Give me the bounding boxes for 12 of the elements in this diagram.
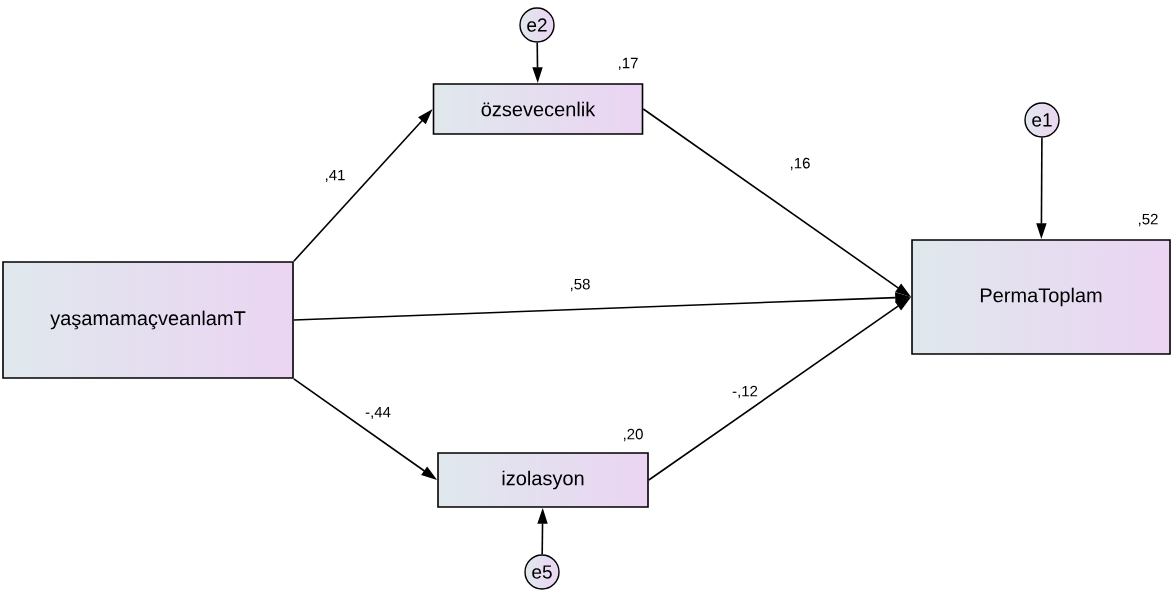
edge-label: -,12 bbox=[731, 384, 759, 400]
variable-box: özsevecenlik bbox=[432, 83, 644, 135]
coefficient-label: ,17 bbox=[618, 57, 638, 71]
edge-label: ,58 bbox=[568, 277, 592, 293]
edge-label: -,44 bbox=[364, 405, 392, 421]
edge-label: ,16 bbox=[788, 156, 812, 172]
edge-label: ,41 bbox=[323, 168, 347, 184]
variable-box: PermaToplam bbox=[911, 239, 1171, 355]
variable-box: yaşamamaçveanlamT bbox=[2, 261, 294, 379]
variable-box: izolasyon bbox=[437, 452, 649, 508]
coefficient-label: ,52 bbox=[1138, 213, 1158, 227]
coefficient-label: ,20 bbox=[623, 428, 643, 442]
